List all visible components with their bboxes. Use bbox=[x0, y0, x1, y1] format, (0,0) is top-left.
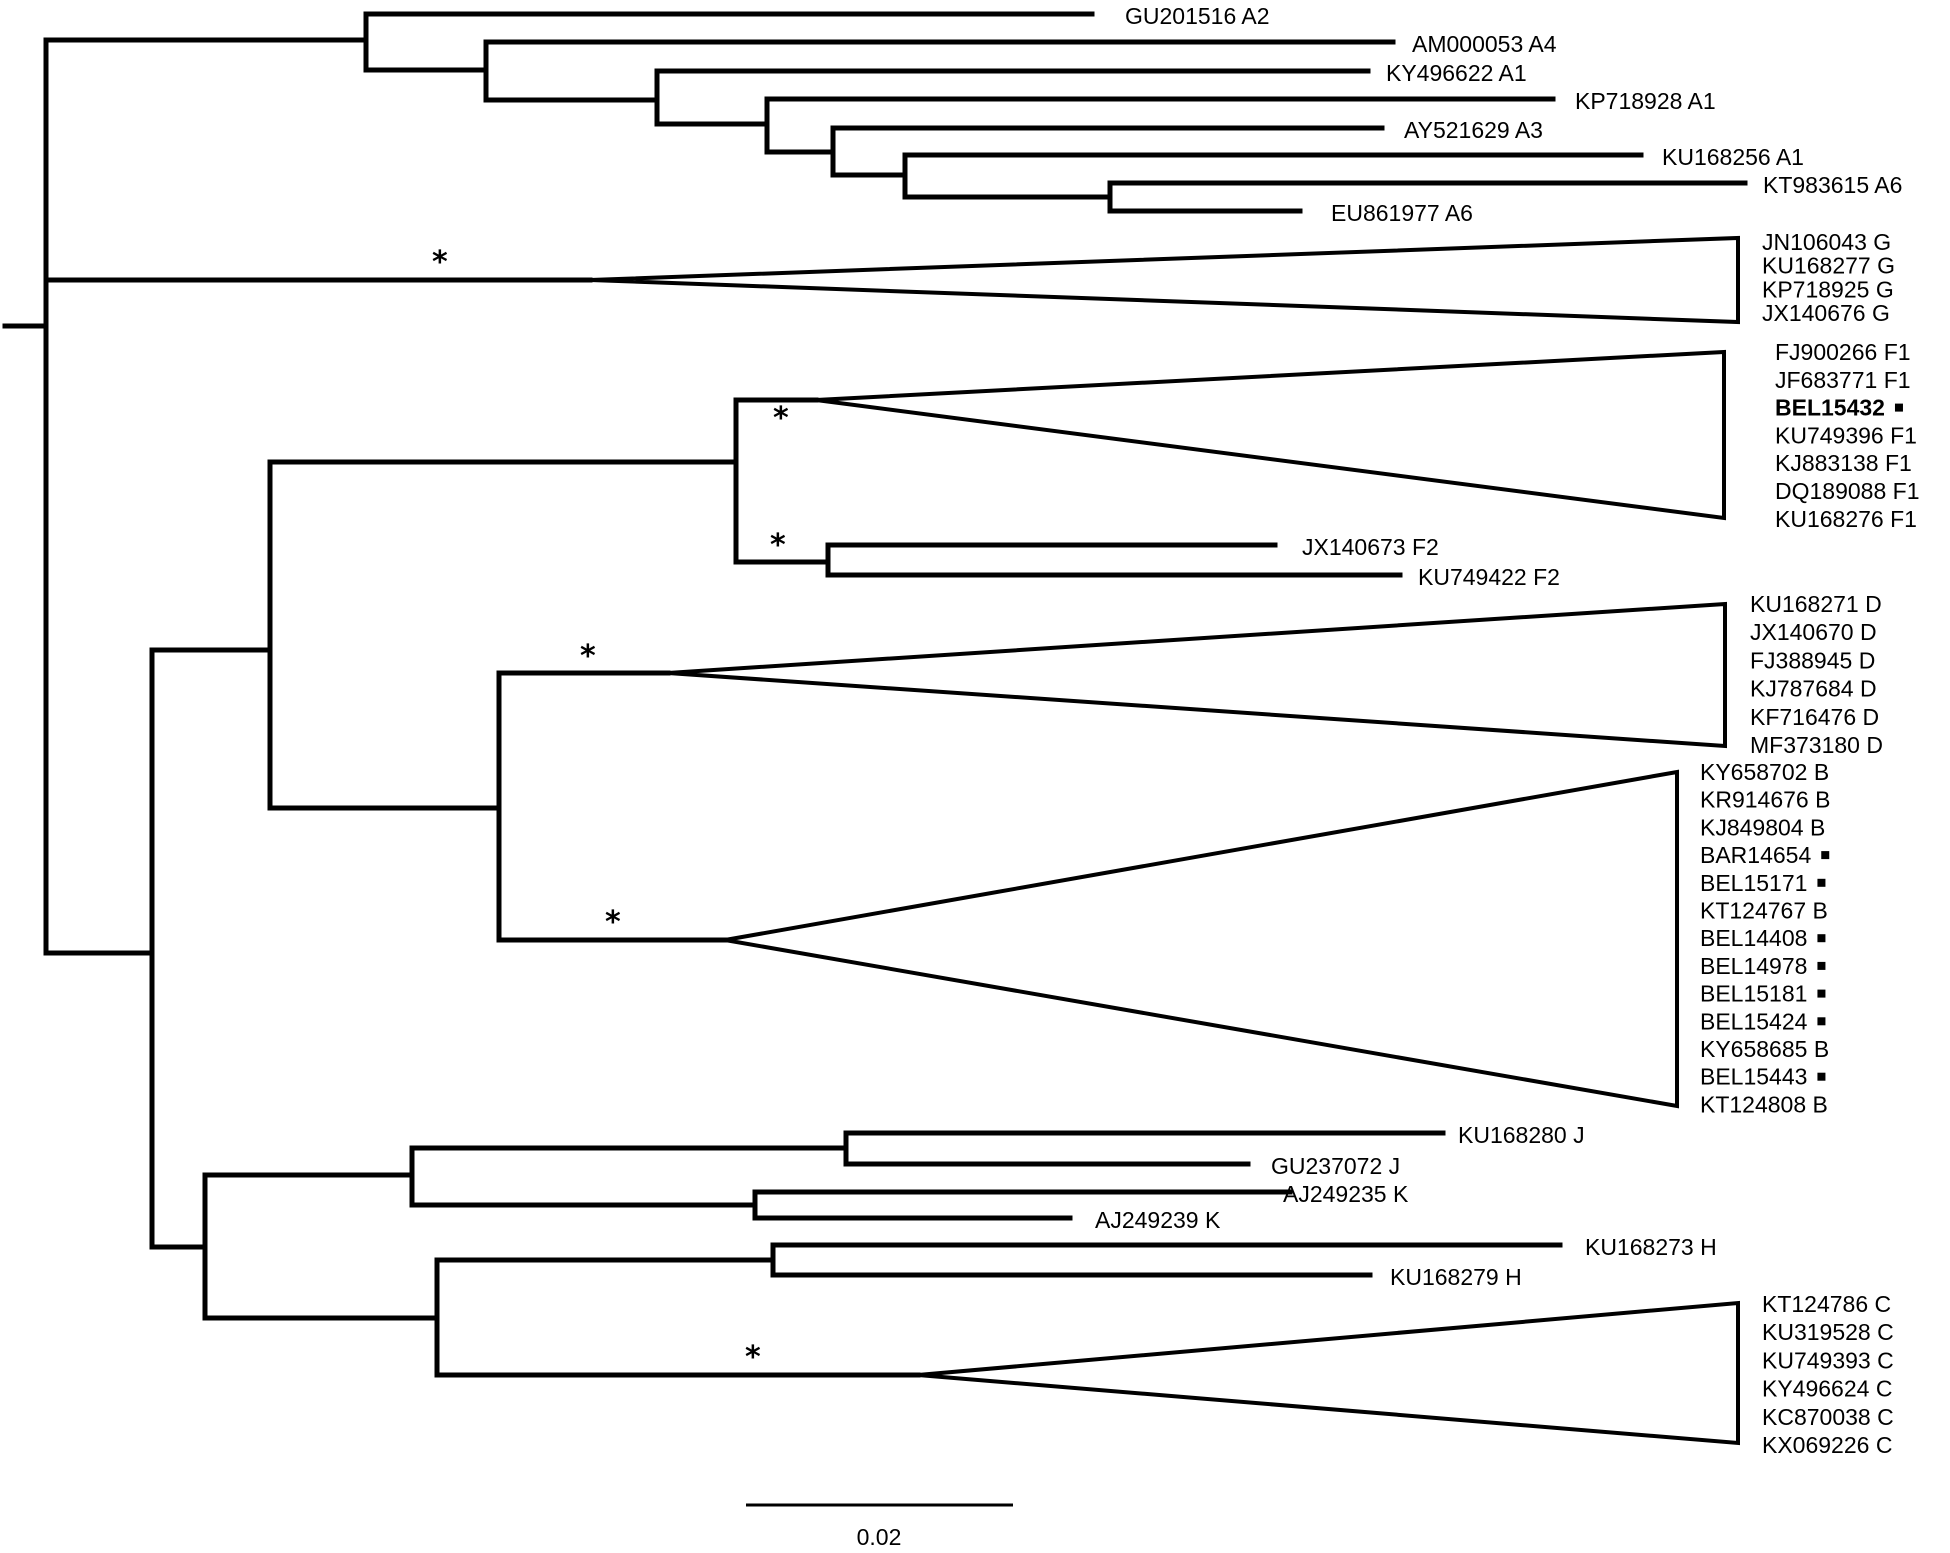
clade-g-triangle bbox=[589, 235, 1740, 325]
clade-d-label: KU168271 D bbox=[1750, 591, 1882, 617]
leaf-label: GU237072 J bbox=[1271, 1153, 1400, 1179]
clade-f1-label: FJ900266 F1 bbox=[1775, 339, 1911, 365]
leaf-label: KU168279 H bbox=[1390, 1264, 1522, 1290]
clade-f1-triangle bbox=[815, 349, 1726, 521]
clade-c-label: KY496624 C bbox=[1762, 1376, 1892, 1402]
leaf-label: JX140673 F2 bbox=[1302, 534, 1439, 560]
clade-g-label: KP718925 G bbox=[1762, 276, 1894, 302]
clade-c-label: KX069226 C bbox=[1762, 1432, 1892, 1458]
clade-f1-label: DQ189088 F1 bbox=[1775, 478, 1919, 504]
clade-f1-label: BEL15432 bbox=[1775, 395, 1885, 421]
leaf-label: KT983615 A6 bbox=[1763, 172, 1902, 198]
clade-f1-label: JF683771 F1 bbox=[1775, 367, 1911, 393]
support-star-f1: * bbox=[773, 401, 789, 436]
clade-d-label: JX140670 D bbox=[1750, 619, 1877, 645]
sample-marker-icon bbox=[1817, 1072, 1826, 1081]
leaf-label: KU168280 J bbox=[1458, 1122, 1585, 1148]
clade-f1-label: KJ883138 F1 bbox=[1775, 450, 1912, 476]
clade-b-triangle bbox=[724, 769, 1679, 1109]
sample-marker-icon bbox=[1894, 403, 1903, 412]
clade-d-label: KF716476 D bbox=[1750, 704, 1879, 730]
support-star-d: * bbox=[580, 639, 596, 674]
clade-b-label: BEL15424 bbox=[1700, 1008, 1808, 1034]
clade-d-label: MF373180 D bbox=[1750, 732, 1883, 758]
clade-b-label: BEL15181 bbox=[1700, 981, 1807, 1007]
clade-g-label: KU168277 G bbox=[1762, 253, 1895, 279]
clade-b-label: BEL15171 bbox=[1700, 870, 1807, 896]
clade-b-label: BAR14654 bbox=[1700, 842, 1811, 868]
leaf-label: KP718928 A1 bbox=[1575, 88, 1716, 114]
clade-b-label: KY658685 B bbox=[1700, 1036, 1829, 1062]
sample-marker-icon bbox=[1817, 934, 1826, 943]
sample-marker-icon bbox=[1817, 961, 1826, 970]
support-star-b: * bbox=[605, 905, 621, 940]
clade-f1-label: KU749396 F1 bbox=[1775, 422, 1917, 448]
clade-b-label: BEL14408 bbox=[1700, 925, 1807, 951]
leaf-label: KU749422 F2 bbox=[1418, 564, 1560, 590]
sample-marker-icon bbox=[1817, 989, 1826, 998]
sample-marker-icon bbox=[1817, 878, 1826, 887]
leaf-label: AM000053 A4 bbox=[1412, 31, 1557, 57]
clade-b-label: KY658702 B bbox=[1700, 759, 1829, 785]
clade-b-label: KJ849804 B bbox=[1700, 814, 1825, 840]
clade-c-label: KT124786 C bbox=[1762, 1291, 1891, 1317]
sample-marker-icon bbox=[1821, 851, 1830, 860]
clade-c-label: KU319528 C bbox=[1762, 1319, 1894, 1345]
leaf-label: AJ249239 K bbox=[1095, 1207, 1221, 1233]
clade-c-label: KU749393 C bbox=[1762, 1347, 1894, 1373]
leaf-label: AJ249235 K bbox=[1283, 1181, 1409, 1207]
sample-marker-icon bbox=[1817, 1017, 1826, 1026]
leaf-label: EU861977 A6 bbox=[1331, 200, 1473, 226]
leaf-label: AY521629 A3 bbox=[1404, 117, 1543, 143]
clade-c-triangle bbox=[917, 1300, 1740, 1446]
clade-b-label: KT124808 B bbox=[1700, 1091, 1828, 1117]
clade-b-label: KR914676 B bbox=[1700, 787, 1830, 813]
support-star-f2: * bbox=[770, 528, 786, 563]
scale-bar-label: 0.02 bbox=[857, 1524, 902, 1550]
leaf-label: KU168256 A1 bbox=[1662, 144, 1804, 170]
leaf-label: KU168273 H bbox=[1585, 1234, 1717, 1260]
clade-g-label: JN106043 G bbox=[1762, 229, 1891, 255]
clade-c-label: KC870038 C bbox=[1762, 1404, 1894, 1430]
clade-g-label: JX140676 G bbox=[1762, 300, 1890, 326]
clade-d-label: KJ787684 D bbox=[1750, 676, 1877, 702]
clade-b-label: KT124767 B bbox=[1700, 898, 1828, 924]
clade-f1-label: KU168276 F1 bbox=[1775, 506, 1917, 532]
clade-d-label: FJ388945 D bbox=[1750, 647, 1875, 673]
support-star-g: * bbox=[432, 245, 448, 280]
clade-d-triangle bbox=[667, 601, 1727, 749]
support-star-c: * bbox=[745, 1340, 761, 1375]
leaf-label: GU201516 A2 bbox=[1125, 3, 1270, 29]
leaf-label: KY496622 A1 bbox=[1386, 60, 1527, 86]
clade-b-label: BEL15443 bbox=[1700, 1064, 1807, 1090]
clade-b-label: BEL14978 bbox=[1700, 953, 1807, 979]
